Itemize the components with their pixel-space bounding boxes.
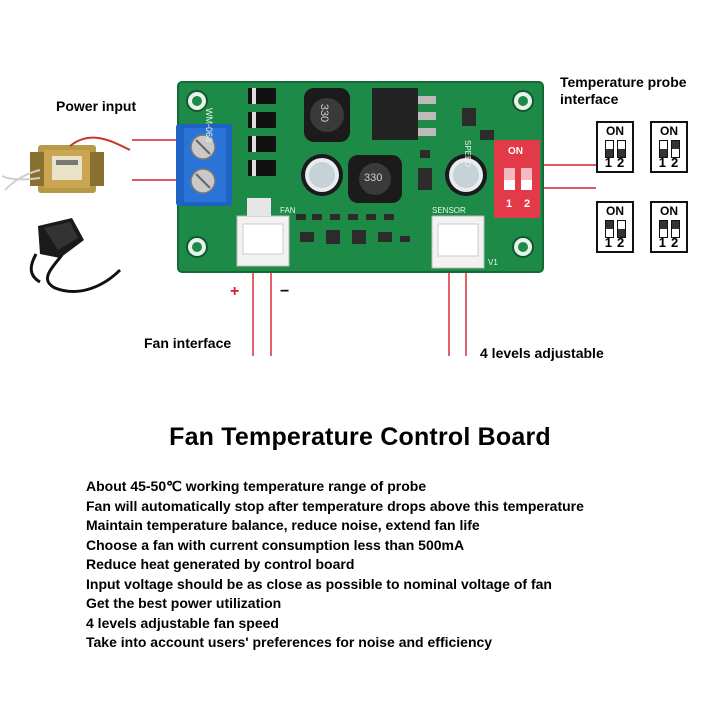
- dip-switch-2: [671, 220, 680, 238]
- silk-fan: FAN: [280, 206, 296, 215]
- inductor-a-marking: 330: [318, 103, 331, 123]
- minus-sign: −: [280, 283, 290, 300]
- page-title: Fan Temperature Control Board: [169, 423, 551, 451]
- power-input-label: Power input: [56, 98, 137, 114]
- transformer-icon: [1, 136, 131, 193]
- description-line: Reduce heat generated by control board: [86, 556, 355, 572]
- power-adapter-icon: [29, 218, 122, 293]
- levels-label: 4 levels adjustable: [480, 345, 604, 361]
- inductor-b-marking: 330: [364, 172, 383, 184]
- dip-setting-2: ON 12: [650, 121, 688, 173]
- dip-switch-2: [671, 140, 680, 158]
- description-line: About 45-50℃ working temperature range o…: [86, 478, 427, 494]
- dip-switch-1: [659, 220, 668, 238]
- dip-switch-2: [617, 220, 626, 238]
- fan-interface-label: Fan interface: [144, 335, 232, 351]
- leader-lines: [132, 139, 596, 356]
- probe-interface-label: Temperature probe interface: [560, 74, 687, 107]
- silk-model: WM-068: [204, 108, 214, 143]
- fan-connector: [236, 198, 290, 267]
- board-dip-on: ON: [508, 146, 523, 157]
- description-line: Fan will automatically stop after temper…: [86, 497, 584, 514]
- pcb-board: [176, 81, 544, 273]
- dip-numbers: 12: [658, 155, 684, 170]
- silk-v1: V1: [488, 258, 498, 267]
- dip-setting-3: ON 12: [596, 201, 634, 253]
- power-terminal: [176, 124, 232, 206]
- dip-switch-2: [617, 140, 626, 158]
- dip-numbers: 12: [658, 235, 684, 250]
- silk-sensor: SENSOR: [432, 206, 466, 215]
- dip-numbers: 12: [604, 155, 630, 170]
- plus-sign: +: [230, 283, 240, 300]
- dip-diagram: ON 12 ON 12 ON 12 ON 12: [594, 121, 694, 271]
- description-line: Choose a fan with current consumption le…: [86, 536, 465, 553]
- description-list: About 45-50℃ working temperature range o…: [86, 477, 584, 653]
- dip-switch-1: [659, 140, 668, 158]
- description-line: 4 levels adjustable fan speed: [86, 614, 279, 631]
- dip-on-label: ON: [606, 124, 624, 138]
- dip-on-label: ON: [660, 204, 678, 218]
- description-line: Take into account users' preferences for…: [86, 634, 493, 650]
- dip-switch-1: [605, 220, 614, 238]
- dip-numbers: 12: [604, 235, 630, 250]
- sensor-connector: [431, 215, 485, 269]
- product-photo: [1, 81, 596, 356]
- board-dip-switch: [494, 140, 540, 218]
- description-line: Maintain temperature balance, reduce noi…: [86, 517, 480, 533]
- dip-switch-1: [605, 140, 614, 158]
- dip-setting-4: ON 12: [650, 201, 688, 253]
- dip-on-label: ON: [660, 124, 678, 138]
- dip-setting-1: ON 12: [596, 121, 634, 173]
- silk-speed: SPEED: [463, 140, 472, 168]
- dip-on-label: ON: [606, 204, 624, 218]
- board-dip-2: 2: [524, 198, 531, 210]
- board-dip-1: 1: [506, 198, 513, 210]
- description-line: Input voltage should be as close as poss…: [86, 575, 552, 592]
- description-line: Get the best power utilization: [86, 595, 282, 611]
